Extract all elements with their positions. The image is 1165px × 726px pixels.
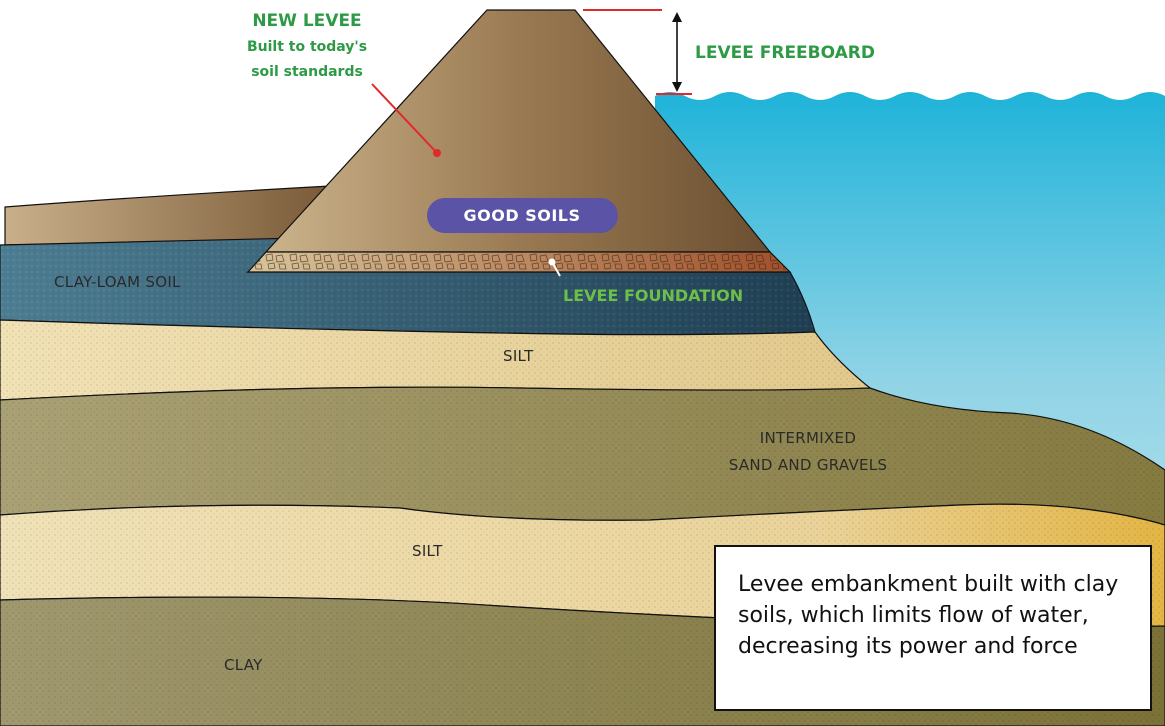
clay-loam-label: CLAY-LOAM SOIL: [54, 273, 181, 291]
intermixed-label-line-1: INTERMIXED: [760, 429, 856, 447]
good-soils-label: GOOD SOILS: [464, 206, 581, 225]
caption-text: Levee embankment built with clay soils, …: [738, 572, 1119, 659]
levee-foundation-label: LEVEE FOUNDATION: [563, 286, 743, 305]
freeboard-label: LEVEE FREEBOARD: [695, 43, 875, 63]
intermixed-label-line-2: SAND AND GRAVELS: [729, 456, 888, 474]
good-soils-pill: [427, 198, 618, 233]
new-levee-title: NEW LEVEE: [252, 11, 361, 31]
freeboard-arrowhead-up: [672, 12, 682, 22]
clay-label: CLAY: [224, 656, 263, 674]
new-levee-leader-dot: [433, 149, 441, 157]
new-levee-subtitle-1: Built to today's: [247, 39, 367, 55]
foundation-leader-dot: [548, 258, 556, 266]
freeboard-arrowhead-down: [672, 82, 682, 92]
lower-silt-label: SILT: [412, 542, 443, 560]
new-levee-leader: [371, 83, 438, 154]
caption-box: Levee embankment built with clay soils, …: [714, 545, 1152, 711]
new-levee-subtitle-2: soil standards: [251, 64, 363, 80]
upper-silt-label: SILT: [503, 347, 534, 365]
